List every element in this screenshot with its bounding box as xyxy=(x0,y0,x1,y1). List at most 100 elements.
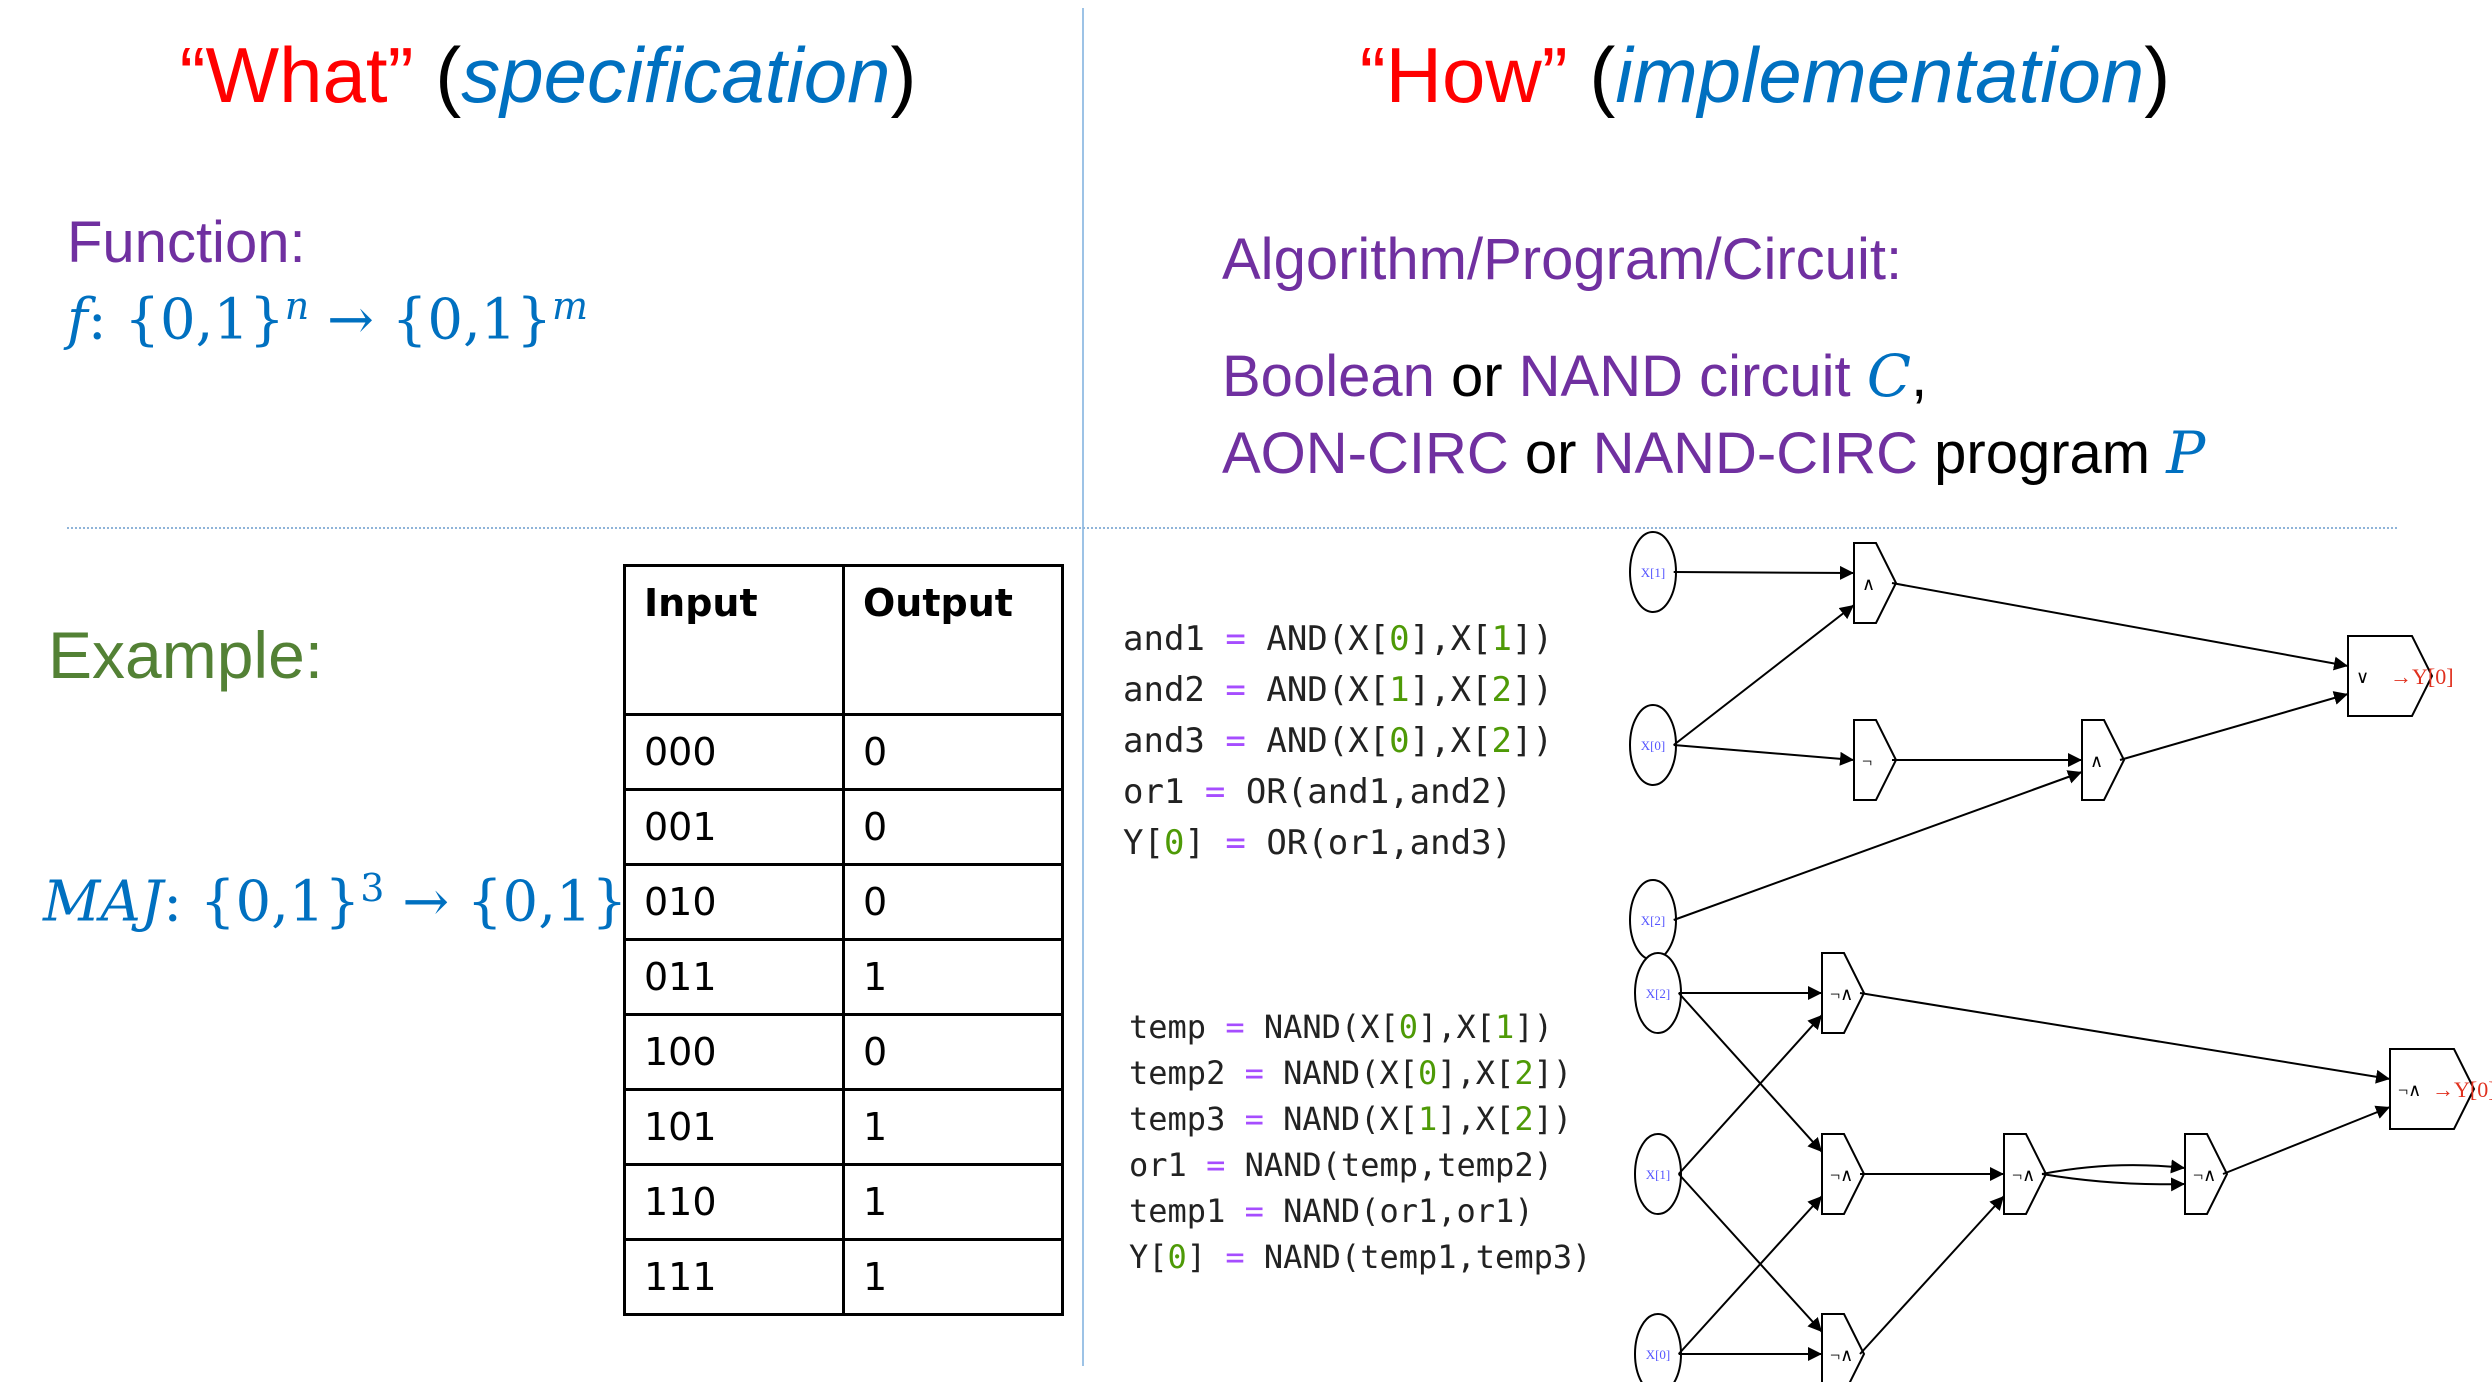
code-line: temp2 = NAND(X[0],X[2]) xyxy=(1129,1050,1591,1096)
input-cell: 001 xyxy=(623,788,845,866)
open-paren: ( xyxy=(435,31,462,119)
output-cell: 0 xyxy=(842,713,1064,791)
code-equals: = xyxy=(1244,1192,1264,1230)
input-node-x1: X[1] xyxy=(1634,1133,1682,1215)
vertical-divider xyxy=(1082,8,1084,1366)
output-cell: 0 xyxy=(842,863,1064,941)
code-lhs: and2 xyxy=(1123,670,1205,710)
function-label: Function: xyxy=(67,210,306,275)
input-cell: 000 xyxy=(623,713,845,791)
output-cell: 1 xyxy=(842,1088,1064,1166)
header-input: Input xyxy=(623,564,845,716)
code-text: ]) xyxy=(1514,1008,1553,1046)
code-text: ]) xyxy=(1533,1100,1573,1138)
code-lhs-tail: ] xyxy=(1186,1238,1207,1276)
gate-label: ¬∧ xyxy=(1830,1345,1853,1365)
function-formula: f: {0,1}n → {0,1}m xyxy=(67,284,588,353)
code-text: ]) xyxy=(1533,1054,1573,1092)
nand-gate-output: ¬∧→Y[0] xyxy=(2389,1048,2492,1130)
input-node-label: X[0] xyxy=(1641,738,1666,753)
output-cell: 1 xyxy=(842,938,1064,1016)
code-equals: = xyxy=(1225,670,1246,710)
nand-circuit-diagram: X[2]X[1]X[0]¬∧¬∧¬∧¬∧¬∧¬∧→Y[0] xyxy=(1634,952,2492,1382)
circuit-edge xyxy=(1673,744,1855,766)
program-word: program xyxy=(1918,421,2167,486)
maj-name: MAJ xyxy=(43,869,164,935)
code-text: AND(X[ xyxy=(1266,670,1390,710)
code-number: 2 xyxy=(1514,1100,1534,1138)
function-domain: : {0,1} xyxy=(87,287,285,353)
code-text: ],X[ xyxy=(1437,1054,1515,1092)
code-text: ],X[ xyxy=(1417,1008,1496,1046)
nand-gate-2: ¬∧ xyxy=(1821,1133,1866,1215)
code-line: temp = NAND(X[0],X[1]) xyxy=(1129,1004,1591,1050)
how-heading: “How” (implementation) xyxy=(1360,36,2171,114)
code-number: 1 xyxy=(1491,619,1513,659)
gate-label: ¬∧ xyxy=(2012,1165,2035,1185)
code-lhs: or1 xyxy=(1129,1146,1187,1184)
code-line: or1 = OR(and1,and2) xyxy=(1123,767,1553,818)
aon-circ-term: AON-CIRC xyxy=(1222,421,1509,486)
code-number: 0 xyxy=(1167,1238,1187,1276)
algorithm-label: Algorithm/Program/Circuit: xyxy=(1222,227,1903,292)
gate-shape xyxy=(2184,1133,2229,1215)
code-lhs: temp3 xyxy=(1129,1100,1226,1138)
code-number: 0 xyxy=(1389,721,1410,761)
code-text: OR(or1,and3) xyxy=(1266,823,1513,863)
and-gate-2: ∧ xyxy=(2081,719,2126,801)
circuit-edge xyxy=(2222,1105,2391,1175)
code-number: 1 xyxy=(1417,1100,1438,1138)
program-var: P xyxy=(2166,419,2206,487)
maj-arrow-range: → {0,1} xyxy=(384,869,628,935)
input-cell: 101 xyxy=(623,1088,845,1166)
and-gate-1: ∧ xyxy=(1853,542,1898,624)
table-header-row: Input Output xyxy=(623,564,1064,716)
code-equals: = xyxy=(1244,1054,1264,1092)
boolean-term: Boolean xyxy=(1222,344,1435,409)
code-line: and3 = AND(X[0],X[2]) xyxy=(1123,716,1553,767)
code-lhs: temp2 xyxy=(1129,1054,1226,1092)
close-paren: ) xyxy=(2144,31,2171,119)
code-line: or1 = NAND(temp,temp2) xyxy=(1129,1142,1591,1188)
circuit-edge xyxy=(1673,604,1855,746)
code-number: 0 xyxy=(1163,823,1185,863)
maj-domain: : {0,1} xyxy=(163,869,361,935)
circuit-edge xyxy=(1673,770,2083,921)
gate-label: ¬∧ xyxy=(2193,1165,2216,1185)
code-equals: = xyxy=(1225,823,1246,863)
code-line: temp3 = NAND(X[1],X[2]) xyxy=(1129,1096,1591,1142)
function-name: f xyxy=(67,287,88,353)
code-equals: = xyxy=(1204,772,1226,812)
code-line: Y[0] = OR(or1,and3) xyxy=(1123,818,1553,869)
nand-circ-term: NAND-CIRC xyxy=(1592,421,1919,486)
code-number: 2 xyxy=(1514,1054,1534,1092)
input-cell: 100 xyxy=(623,1013,845,1091)
aon-circuit-diagram: X[1]X[0]X[2]∧¬∧∨→Y[0] xyxy=(1629,531,2454,961)
input-cell: 011 xyxy=(623,938,845,1016)
nand-gate-3: ¬∧ xyxy=(1821,1313,1866,1382)
code-lhs: Y[ xyxy=(1129,1238,1168,1276)
input-node-label: X[2] xyxy=(1646,986,1671,1001)
code-number: 0 xyxy=(1389,619,1410,659)
function-arrow-range: → {0,1} xyxy=(309,287,553,353)
code-text: ],X[ xyxy=(1409,721,1492,761)
code-text: NAND(X[ xyxy=(1283,1054,1418,1092)
code-equals: = xyxy=(1225,1238,1245,1276)
code-equals: = xyxy=(1225,1008,1245,1046)
or-word: or xyxy=(1508,421,1593,486)
gate-shape xyxy=(2389,1048,2476,1130)
code-text: ],X[ xyxy=(1409,619,1492,659)
gate-shape xyxy=(2081,719,2126,801)
input-node-label: X[1] xyxy=(1646,1167,1671,1182)
code-line: temp1 = NAND(or1,or1) xyxy=(1129,1188,1591,1234)
input-node-label: X[1] xyxy=(1641,565,1666,580)
output-label: →Y[0] xyxy=(2390,664,2454,689)
code-text: AND(X[ xyxy=(1266,721,1390,761)
or-word: or xyxy=(1434,344,1519,409)
code-text: NAND(X[ xyxy=(1263,1008,1399,1046)
